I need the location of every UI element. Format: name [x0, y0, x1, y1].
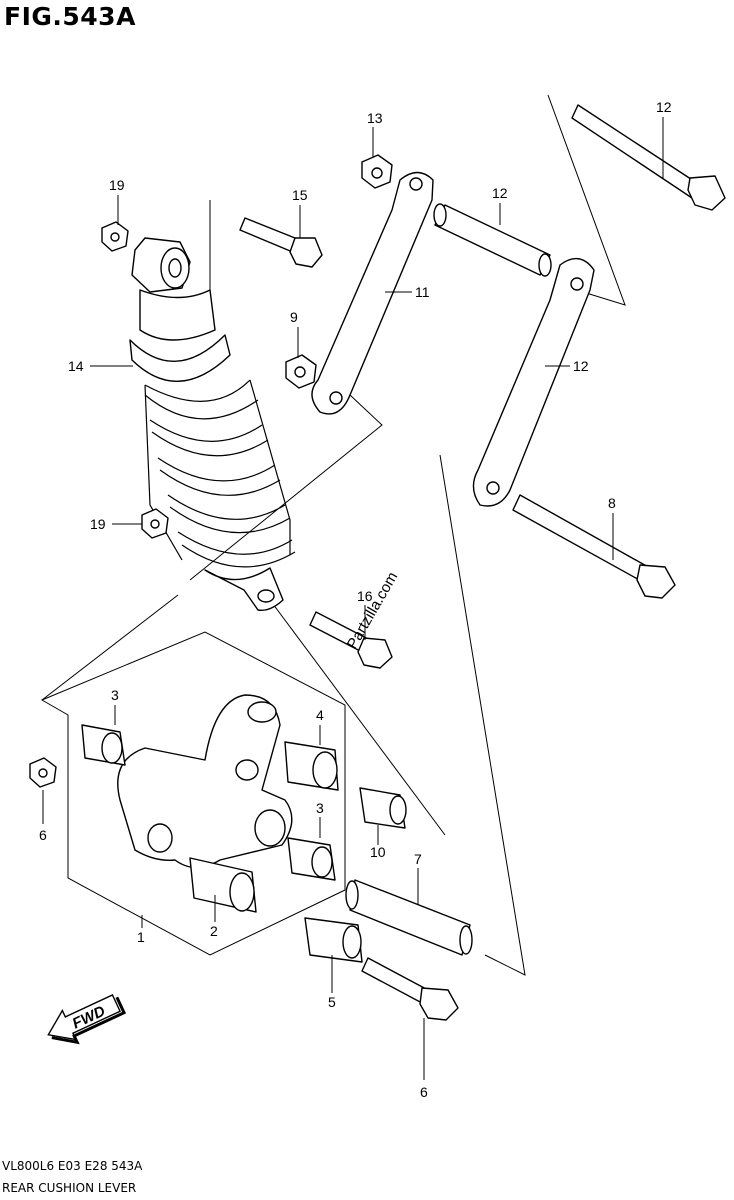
- figure-code: VL800L6 E03 E28 543A: [2, 1159, 143, 1173]
- callout-14: 12: [656, 99, 672, 115]
- callout-3: 3: [111, 687, 119, 703]
- callout-16: 14: [68, 358, 84, 374]
- assembly-frame-lever: [40, 631, 346, 956]
- callout-3: 3: [316, 800, 324, 816]
- bushing-4: [284, 741, 339, 791]
- bolt-9: [512, 494, 676, 599]
- figure-caption: REAR CUSHION LEVER: [2, 1181, 137, 1195]
- spacer-13: [433, 203, 552, 277]
- tie-rod-lower: [472, 257, 595, 507]
- callout-7: 6: [39, 827, 47, 843]
- callout-6: 6: [420, 1084, 428, 1100]
- callout-1: 1: [137, 929, 145, 945]
- bolt-17: [239, 217, 323, 268]
- spacer-5: [304, 917, 363, 963]
- figure-footer: VL800L6 E03 E28 543A REAR CUSHION LEVER: [2, 1155, 142, 1199]
- figure-title: FIG.543A: [4, 2, 136, 31]
- bushing-3-right: [287, 837, 336, 881]
- callout-10: 9: [290, 309, 298, 325]
- nut-7: [29, 757, 57, 788]
- callout-19: 19: [90, 516, 106, 532]
- rear-shock-absorber: [129, 237, 296, 611]
- callout-17: 15: [292, 187, 308, 203]
- callout-13: 12: [492, 185, 508, 201]
- callout-5: 5: [328, 994, 336, 1010]
- bushing-3-left: [81, 724, 126, 766]
- callout-19: 19: [109, 177, 125, 193]
- callout-labels: 12 13 19 15 12 11 9 12 14 8 19 16 3 4 3 …: [39, 99, 672, 1100]
- callout-8: 7: [414, 851, 422, 867]
- leader-lines: [42, 117, 664, 1080]
- nut-10: [285, 354, 317, 389]
- callout-15: 13: [367, 110, 383, 126]
- bolt-6: [361, 957, 459, 1021]
- callout-18: 16: [357, 588, 373, 604]
- tie-rod-upper: [311, 171, 434, 415]
- callout-9: 8: [608, 495, 616, 511]
- callout-11: 10: [370, 844, 386, 860]
- assembly-frame-links: [41, 94, 626, 976]
- bolt-18: [309, 611, 393, 669]
- nut-19-lower: [141, 508, 169, 539]
- callout-2: 2: [210, 923, 218, 939]
- callout-4: 4: [316, 707, 324, 723]
- cushion-lever: [117, 694, 293, 869]
- callout-12: 12: [573, 358, 589, 374]
- spacer-11: [359, 787, 407, 829]
- nut-15: [361, 154, 393, 189]
- fwd-arrow: FWD: [47, 994, 127, 1045]
- bolt-14: [571, 104, 726, 211]
- bushing-2: [189, 857, 257, 913]
- nut-19-upper: [101, 221, 129, 252]
- sleeve-8: [345, 879, 473, 956]
- callout-12: 11: [415, 284, 430, 300]
